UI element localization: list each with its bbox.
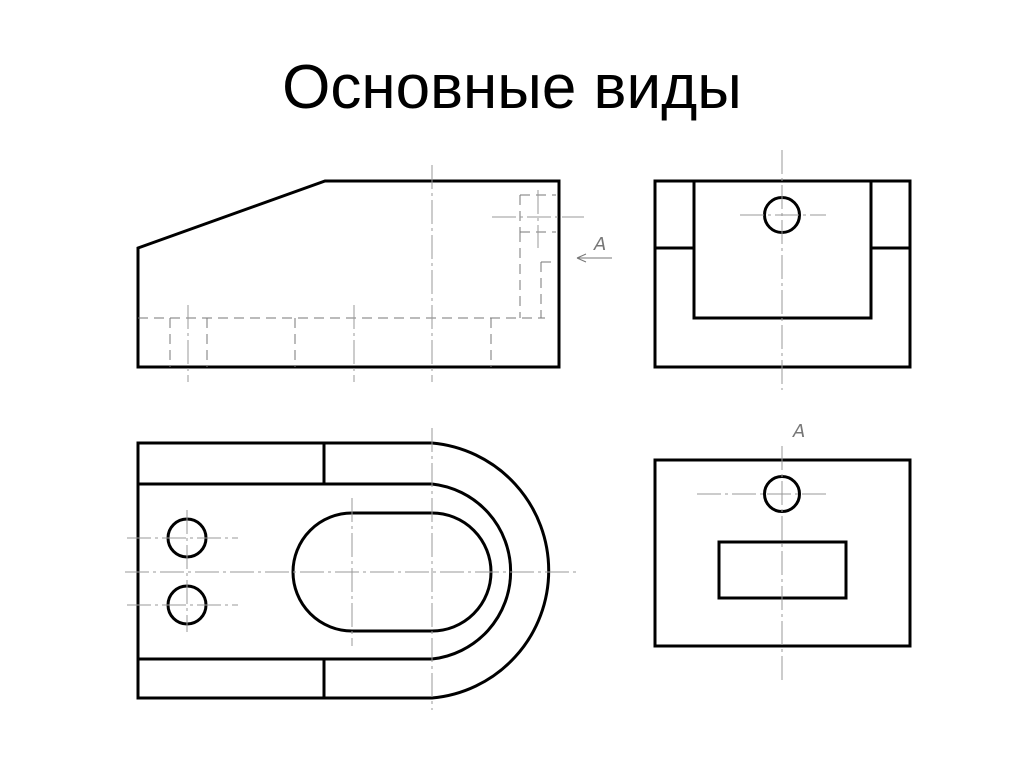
view-a-label: A [792,421,805,442]
view-a-axis-lines [697,446,827,683]
slide-title: Основные виды [282,53,742,122]
front-view-label: A [593,234,606,255]
view-a: A [653,421,912,683]
side-view [653,150,912,390]
top-view [125,428,577,710]
side-view-axis-lines [740,150,826,390]
front-view-outline [136,179,561,369]
front-view-axis-lines [187,165,584,382]
top-view-axis-lines [125,428,577,710]
front-view-arrow [576,253,612,263]
top-view-outline [136,441,551,700]
front-view: A [136,165,612,382]
front-view-hidden-holes [169,318,492,367]
